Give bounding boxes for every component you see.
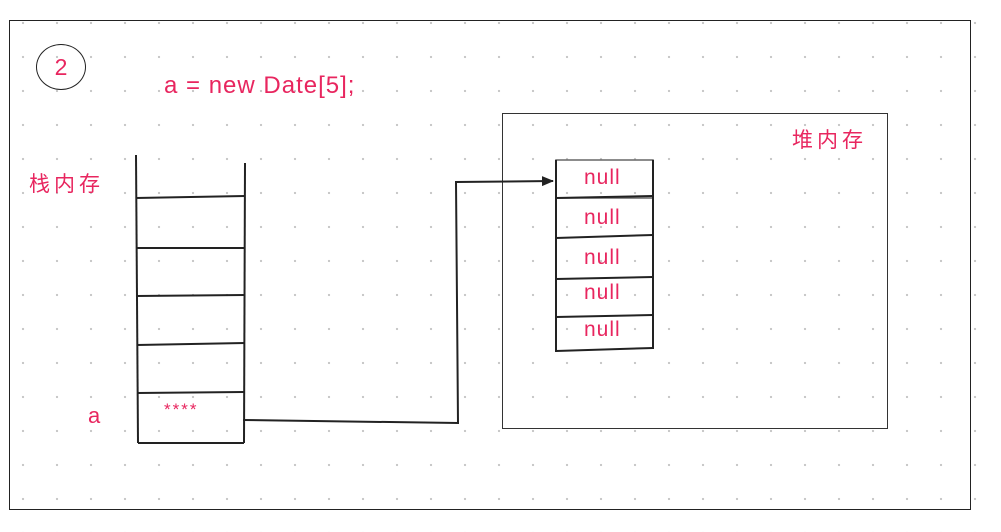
stack-divider [136, 391, 245, 394]
stack-left-wall [135, 154, 139, 444]
stack-divider [135, 195, 246, 199]
stack-memory-label: 栈内存 [29, 172, 104, 196]
stack-reference-value: **** [164, 400, 199, 419]
step-number-badge: 2 [36, 44, 86, 90]
heap-array-divider [555, 314, 654, 318]
heap-array-first-cell [555, 159, 654, 199]
code-statement: a = new Date[5]; [164, 72, 356, 99]
heap-array-divider [555, 195, 654, 199]
stack-variable-name: a [88, 403, 101, 428]
heap-array-cell: null [584, 281, 621, 304]
heap-array-cell: null [584, 206, 621, 229]
heap-array-bottom [555, 347, 654, 352]
heap-array-cell: null [584, 246, 621, 269]
heap-array-cell: null [584, 318, 621, 341]
stack-divider [135, 294, 246, 297]
heap-array [555, 159, 654, 352]
reference-arrow [242, 176, 554, 425]
heap-array-divider [555, 276, 654, 280]
step-number: 2 [54, 53, 68, 80]
stack-right-wall [243, 162, 246, 444]
stack-divider [136, 342, 246, 346]
diagram-frame [9, 20, 971, 510]
stack-column [135, 154, 246, 444]
heap-memory-box [502, 113, 888, 429]
heap-memory-label: 堆内存 [792, 128, 867, 152]
heap-array-divider [555, 234, 654, 239]
heap-array-cell: null [584, 166, 621, 189]
